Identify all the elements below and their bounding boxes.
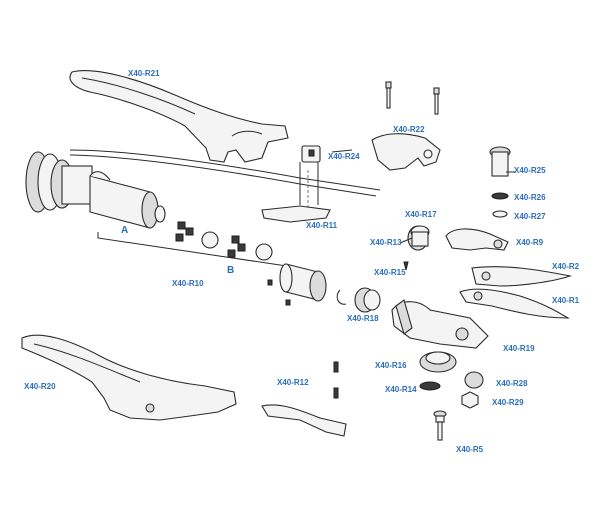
label-x40-r25: X40-R25 — [514, 166, 546, 175]
sensor-bracket-part — [261, 145, 331, 223]
label-x40-r17: X40-R17 — [405, 210, 437, 219]
label-x40-r14: X40-R14 — [385, 385, 417, 394]
label-x40-r5: X40-R5 — [456, 445, 484, 454]
label-x40-r24: X40-R24 — [328, 152, 360, 161]
head-housing-part — [391, 299, 489, 349]
pinion-gear-part — [403, 225, 430, 271]
bevel-gear-part — [419, 351, 457, 373]
trigger-part — [261, 361, 347, 437]
label-x40-r15: X40-R15 — [374, 268, 406, 277]
anvil-blade-part — [471, 266, 573, 287]
lower-handle-part — [21, 334, 237, 421]
label-group-b: B — [227, 265, 235, 276]
pivot-bolt-part — [489, 146, 511, 218]
small-screw — [267, 279, 273, 286]
label-x40-r20: X40-R20 — [24, 382, 56, 391]
label-x40-r12: X40-R12 — [277, 378, 309, 387]
nut-and-washer-parts — [461, 371, 484, 409]
label-x40-r11: X40-R11 — [306, 221, 338, 230]
label-x40-r2: X40-R2 — [552, 262, 580, 271]
coupling-sleeve-part — [279, 263, 327, 302]
label-x40-r16: X40-R16 — [375, 361, 407, 370]
label-x40-r28: X40-R28 — [496, 379, 528, 388]
label-x40-r18: X40-R18 — [347, 314, 379, 323]
bearing-part — [354, 287, 381, 313]
top-cover-part — [371, 133, 441, 171]
label-x40-r13: X40-R13 — [370, 238, 402, 247]
upper-handle-part — [69, 70, 289, 163]
circlip-part — [336, 289, 347, 305]
label-x40-r21: X40-R21 — [128, 69, 160, 78]
cover-screw-left — [385, 81, 392, 109]
thrust-bearing-part — [419, 381, 441, 391]
label-group-a: A — [121, 225, 129, 236]
small-screw — [285, 299, 291, 306]
bottom-screw-part — [433, 410, 447, 441]
cover-screw-right — [433, 87, 440, 115]
gear-small-parts — [154, 205, 273, 261]
cutting-blade-part — [459, 288, 570, 319]
label-x40-r1: X40-R1 — [552, 296, 580, 305]
label-x40-r19: X40-R19 — [503, 344, 535, 353]
label-x40-r10: X40-R10 — [172, 279, 204, 288]
link-arm-part — [445, 228, 509, 251]
label-x40-r27: X40-R27 — [514, 212, 546, 221]
motor-assembly — [25, 149, 381, 229]
label-x40-r9: X40-R9 — [516, 238, 544, 247]
label-x40-r29: X40-R29 — [492, 398, 524, 407]
label-x40-r22: X40-R22 — [393, 125, 425, 134]
label-x40-r26: X40-R26 — [514, 193, 546, 202]
